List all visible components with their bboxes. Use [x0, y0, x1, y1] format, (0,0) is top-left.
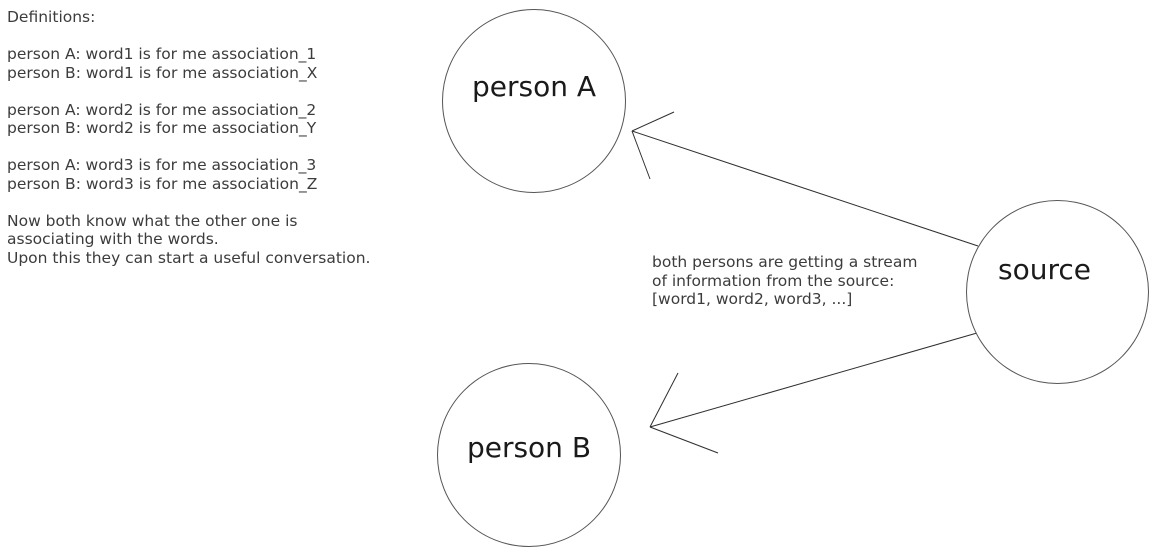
spacer	[7, 138, 370, 157]
definition-line-word3-a: person A: word3 is for me association_3	[7, 156, 317, 174]
arrow-source-to-person-a-barb-lower	[631, 130, 651, 180]
node-person-a: person A	[442, 9, 626, 193]
spacer	[7, 82, 370, 101]
spacer	[7, 27, 370, 46]
arrow-source-to-person-a-barb-upper	[631, 111, 675, 132]
definition-line-word3-b: person B: word3 is for me association_Z	[7, 174, 318, 193]
definition-line-word1-b: person B: word1 is for me association_X	[7, 63, 318, 82]
definition-line-word2-b: person B: word2 is for me association_Y	[7, 119, 317, 137]
definitions-panel: Definitions: person A: word1 is for me a…	[7, 8, 370, 267]
conclusion-line-1: Now both know what the other one is	[7, 211, 298, 230]
arrow-source-to-person-b-shaft	[649, 332, 978, 428]
stream-annotation: both persons are getting a stream of inf…	[652, 253, 917, 309]
conclusion-line-3: Upon this they can start a useful conver…	[7, 248, 371, 267]
stream-annotation-line-1: both persons are getting a stream	[652, 253, 918, 271]
node-person-b-label: person B	[466, 431, 592, 464]
node-source: source	[966, 200, 1149, 384]
arrow-source-to-person-b-barb-upper	[649, 372, 679, 428]
spacer	[7, 193, 370, 212]
arrow-source-to-person-b-barb-lower	[649, 426, 719, 454]
node-person-a-label: person A	[471, 70, 597, 103]
conclusion-line-2: associating with the words.	[7, 230, 219, 248]
definition-line-word1-a: person A: word1 is for me association_1	[7, 45, 317, 63]
arrow-source-to-person-a-shaft	[631, 130, 979, 247]
definition-line-word2-a: person A: word2 is for me association_2	[7, 100, 317, 119]
node-source-label: source	[998, 253, 1091, 286]
node-person-b: person B	[437, 363, 621, 547]
definitions-heading: Definitions:	[7, 8, 96, 26]
stream-annotation-line-2: of information from the source:	[652, 271, 895, 290]
stream-annotation-line-3: [word1, word2, word3, ...]	[652, 290, 853, 308]
